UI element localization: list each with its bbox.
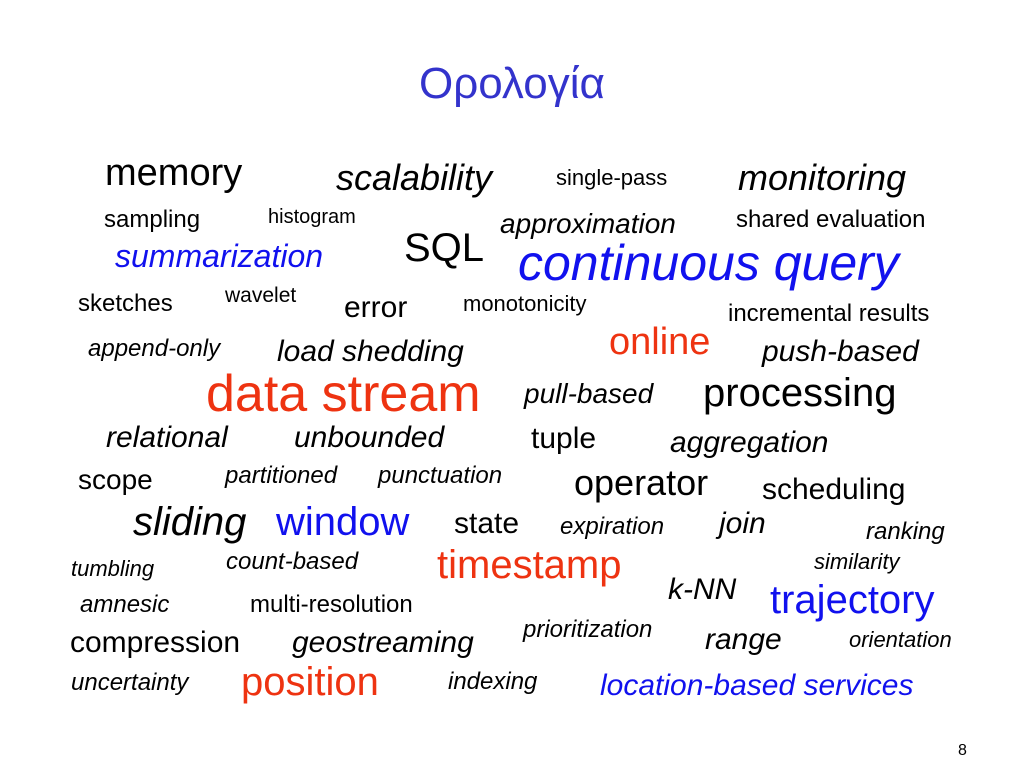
term-scalability: scalability xyxy=(336,157,493,198)
term-single-pass: single-pass xyxy=(556,165,668,190)
term-trajectory: trajectory xyxy=(770,578,935,622)
term-monitoring: monitoring xyxy=(738,157,907,198)
term-join: join xyxy=(719,507,766,540)
term-partitioned: partitioned xyxy=(225,462,338,489)
term-geostreaming: geostreaming xyxy=(292,626,474,659)
term-histogram: histogram xyxy=(268,206,356,228)
term-location-based-services: location-based services xyxy=(600,669,914,702)
term-count-based: count-based xyxy=(226,548,359,575)
term-monotonicity: monotonicity xyxy=(463,291,587,316)
term-incremental-results: incremental results xyxy=(728,300,930,327)
term-processing: processing xyxy=(703,371,897,415)
term-approximation: approximation xyxy=(500,208,676,239)
term-append-only: append-only xyxy=(88,335,221,362)
term-sql: SQL xyxy=(404,226,485,270)
term-relational: relational xyxy=(106,421,228,454)
term-similarity: similarity xyxy=(814,549,900,574)
term-summarization: summarization xyxy=(115,238,324,274)
term-aggregation: aggregation xyxy=(670,426,829,459)
term-load-shedding: load shedding xyxy=(277,335,464,368)
term-pull-based: pull-based xyxy=(524,378,654,409)
term-punctuation: punctuation xyxy=(378,462,503,489)
term-compression: compression xyxy=(70,626,241,659)
term-range: range xyxy=(705,623,782,656)
term-wavelet: wavelet xyxy=(225,284,297,307)
term-prioritization: prioritization xyxy=(523,616,653,643)
term-push-based: push-based xyxy=(762,335,919,368)
term-sampling: sampling xyxy=(104,206,201,233)
term-online: online xyxy=(609,321,711,363)
term-operator: operator xyxy=(574,462,709,503)
term-scope: scope xyxy=(78,464,153,495)
term-unbounded: unbounded xyxy=(294,421,445,454)
term-scheduling: scheduling xyxy=(762,473,906,506)
term-timestamp: timestamp xyxy=(437,543,622,587)
term-indexing: indexing xyxy=(448,668,538,695)
term-uncertainty: uncertainty xyxy=(71,669,189,696)
term-state: state xyxy=(454,507,520,540)
term-tumbling: tumbling xyxy=(71,556,155,581)
term-shared-evaluation: shared evaluation xyxy=(736,206,926,233)
term-memory: memory xyxy=(105,152,243,194)
term-amnesic: amnesic xyxy=(80,591,170,618)
page-number: 8 xyxy=(958,742,967,759)
term-orientation: orientation xyxy=(849,627,952,652)
term-sliding: sliding xyxy=(133,500,247,544)
term-ranking: ranking xyxy=(866,518,945,545)
term-data-stream: data stream xyxy=(206,365,481,423)
term-window: window xyxy=(276,500,410,544)
term-error: error xyxy=(344,291,408,324)
term-multi-resolution: multi-resolution xyxy=(250,591,413,618)
term-sketches: sketches xyxy=(78,290,173,317)
term-k-nn: k-NN xyxy=(668,573,737,606)
slide-title: Ορολογία xyxy=(419,59,605,108)
term-expiration: expiration xyxy=(560,513,665,540)
term-tuple: tuple xyxy=(531,422,597,455)
term-continuous-query: continuous query xyxy=(518,235,899,291)
term-position: position xyxy=(241,660,379,704)
